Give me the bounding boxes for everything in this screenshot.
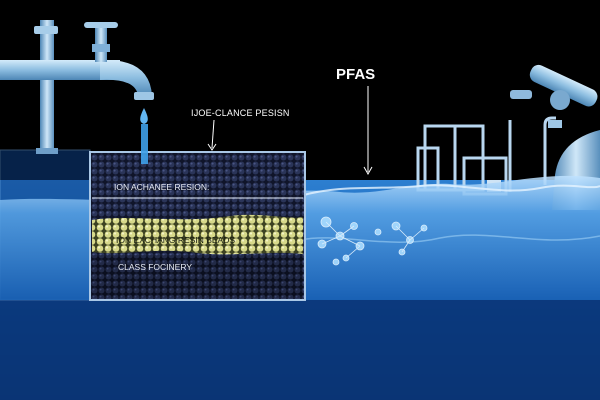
filter-frame <box>89 151 306 301</box>
wave-crest <box>299 184 600 197</box>
resin-pointer-arrow <box>211 119 215 149</box>
water-floor <box>0 300 600 400</box>
resin-top-label: IJOE-CLANCE PESISN <box>191 108 290 118</box>
beads-label: ION EXCHANG RESIN BEADS <box>116 235 236 245</box>
glass-label: CLASS FOCINERY <box>118 262 193 272</box>
pfas-molecules <box>317 216 428 266</box>
faucet <box>0 20 154 154</box>
pfas-arrow-head <box>363 166 373 176</box>
beads-layer <box>92 214 303 255</box>
resin-layer-label: ION ACHANEE RESION: <box>114 182 210 192</box>
resin-arrow-head <box>207 143 217 151</box>
resin-filter <box>89 151 306 301</box>
glass-layer <box>92 255 303 298</box>
water-drop <box>140 108 148 124</box>
resin-top-layer <box>92 154 303 204</box>
water-stream <box>141 124 148 164</box>
pfas-label: PFAS <box>336 66 376 83</box>
